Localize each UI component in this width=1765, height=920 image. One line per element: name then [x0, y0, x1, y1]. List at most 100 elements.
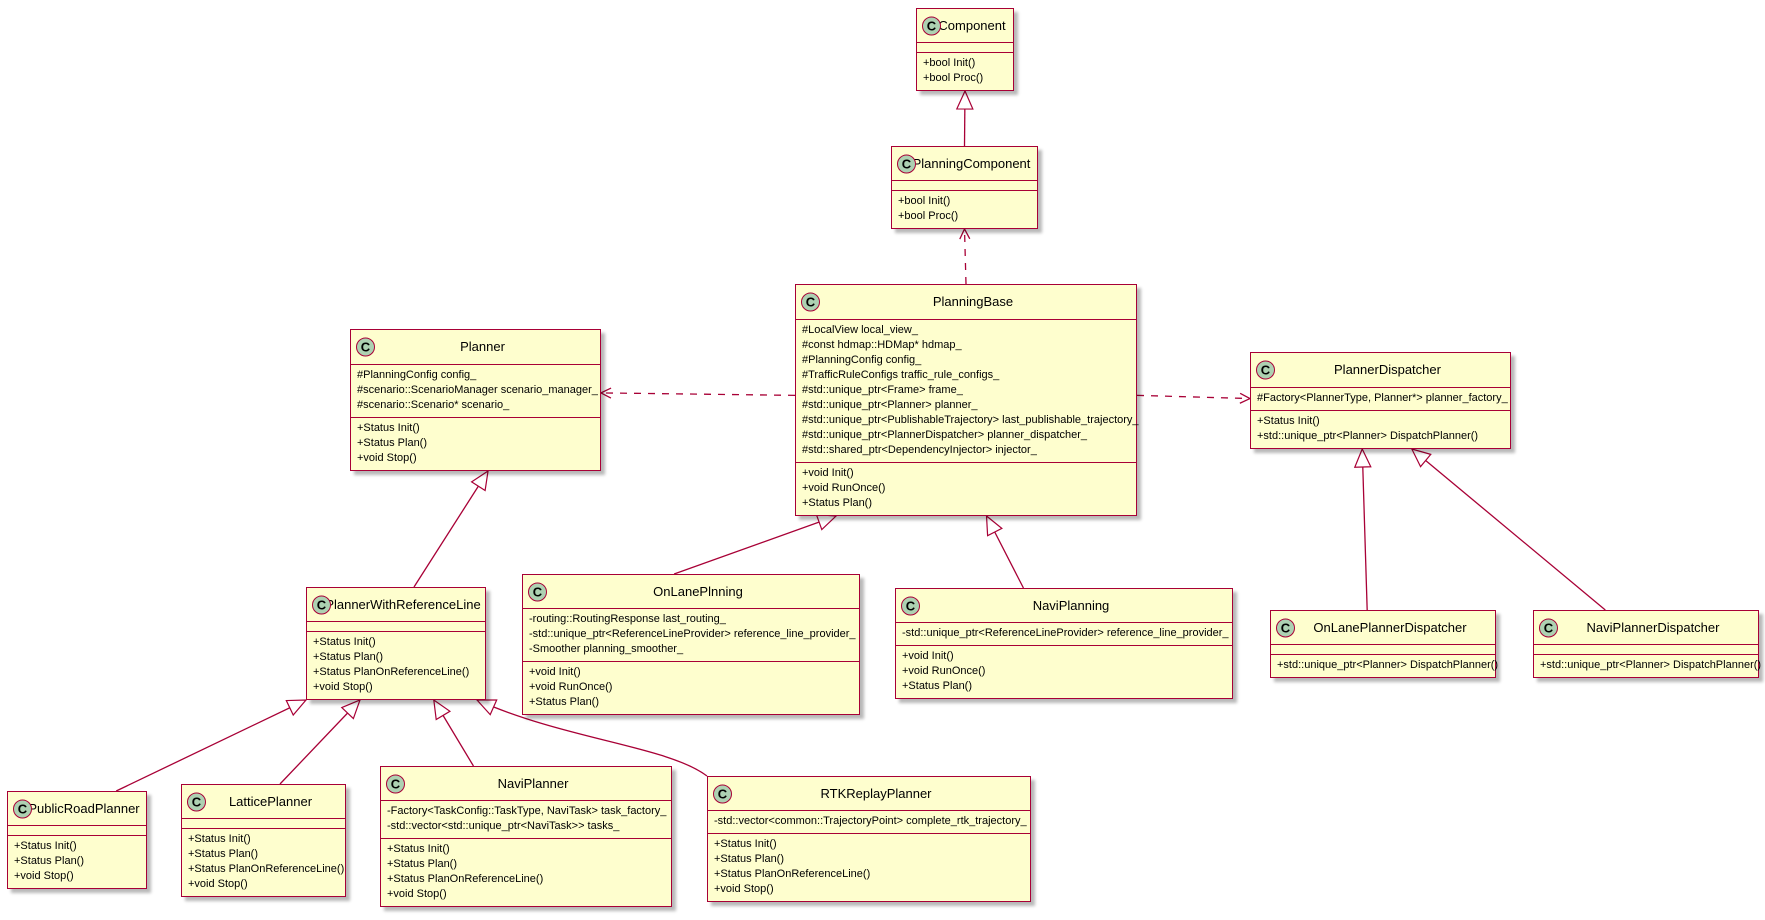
class-badge-icon: C [356, 337, 375, 357]
method-row: +Status Init() [387, 843, 450, 855]
method-row: +Status Init() [188, 833, 251, 845]
attribute-row: #std::unique_ptr<Frame> frame_ [802, 384, 963, 396]
method-row: +std::unique_ptr<Planner> DispatchPlanne… [1277, 659, 1499, 671]
methods-section: +void Init() +void RunOnce() +Status Pla… [523, 661, 859, 714]
attribute-row: #scenario::Scenario* scenario_ [357, 399, 510, 411]
method-row: +Status PlanOnReferenceLine() [387, 873, 544, 885]
attribute-row: -std::unique_ptr<ReferenceLineProvider> … [529, 628, 856, 640]
method-row: +Status Plan() [902, 680, 973, 692]
class-name: NaviPlanning [1032, 598, 1110, 613]
attribute-row: #std::unique_ptr<PublishableTrajectory> … [802, 414, 1139, 426]
method-row: +bool Init() [923, 57, 976, 69]
class-badge-icon: C [312, 595, 331, 614]
methods-section: +Status Init() +Status Plan() +Status Pl… [182, 828, 345, 896]
relation-inheritance-on_lane_planner_dispatcher-to-planner_dispatcher [1362, 449, 1367, 611]
attributes-section: -routing::RoutingResponse last_routing_ … [523, 608, 859, 661]
method-row: +void Stop() [313, 681, 373, 693]
method-row: +Status Plan() [802, 497, 873, 509]
methods-section: +void Init() +void RunOnce() +Status Pla… [896, 645, 1232, 698]
class-badge-icon: C [1539, 618, 1558, 637]
attribute-row: -std::vector<std::unique_ptr<NaviTask>> … [387, 820, 620, 832]
methods-section: +bool Init() +bool Proc() [917, 52, 1013, 90]
attribute-row: #TrafficRuleConfigs traffic_rule_configs… [802, 369, 1000, 381]
class-name: PlannerWithReferenceLine [325, 597, 481, 612]
class-on-lane-planning[interactable]: C OnLanePlnning -routing::RoutingResponse… [522, 574, 860, 715]
method-row: +Status Plan() [313, 651, 384, 663]
relation-dependency-planning_base-to-planner_dispatcher [1136, 395, 1250, 398]
class-rtk-replay-planner[interactable]: C RTKReplayPlanner -std::vector<common::T… [707, 776, 1031, 902]
method-row: +Status Plan() [357, 437, 428, 449]
attributes-section [1534, 644, 1758, 654]
methods-section: +Status Init() +Status Plan() +Status Pl… [708, 833, 1030, 901]
method-row: +Status Init() [313, 636, 376, 648]
methods-section: +Status Init() +Status Plan() +void Stop… [351, 417, 600, 470]
attribute-row: #LocalView local_view_ [802, 324, 918, 336]
class-planner[interactable]: C Planner #PlanningConfig config_ #scenar… [350, 329, 601, 471]
methods-section: +bool Init() +bool Proc() [892, 190, 1037, 228]
relation-inheritance-navi_planner-to-planner_with_reference_line [434, 700, 474, 767]
method-row: +Status PlanOnReferenceLine() [188, 863, 345, 875]
attribute-row: #std::unique_ptr<Planner> planner_ [802, 399, 978, 411]
method-row: +void RunOnce() [529, 681, 613, 693]
method-row: +bool Proc() [898, 210, 959, 222]
method-row: +bool Init() [898, 195, 951, 207]
relation-dependency-planning_base-to-planner [601, 393, 796, 395]
method-row: +Status Plan() [14, 855, 85, 867]
attribute-row: -Factory<TaskConfig::TaskType, NaviTask>… [387, 805, 667, 817]
relation-inheritance-public_road_planner-to-planner_with_reference_line [115, 700, 306, 792]
relation-inheritance-lattice_planner-to-planner_with_reference_line [279, 700, 360, 785]
class-badge-icon: C [897, 154, 916, 173]
attributes-section: #Factory<PlannerType, Planner*> planner_… [1251, 387, 1510, 410]
relation-inheritance-navi_planner_dispatcher-to-planner_dispatcher [1412, 449, 1606, 611]
method-row: +Status Plan() [714, 853, 785, 865]
methods-section: +Status Init() +Status Plan() +Status Pl… [307, 631, 485, 699]
class-name: Planner [460, 339, 505, 354]
method-row: +Status Init() [14, 840, 77, 852]
class-name: PlanningComponent [912, 156, 1031, 171]
method-row: +Status Init() [714, 838, 777, 850]
class-badge-icon: C [13, 799, 32, 818]
attribute-row: -std::unique_ptr<ReferenceLineProvider> … [902, 627, 1229, 639]
method-row: +void RunOnce() [902, 665, 986, 677]
attributes-section: #LocalView local_view_ #const hdmap::HDM… [796, 319, 1139, 462]
attributes-section [307, 621, 485, 631]
class-badge-icon: C [713, 784, 732, 803]
attribute-row: -routing::RoutingResponse last_routing_ [529, 613, 726, 625]
attribute-row: -std::vector<common::TrajectoryPoint> co… [714, 815, 1027, 827]
methods-section: +std::unique_ptr<Planner> DispatchPlanne… [1271, 654, 1499, 677]
attribute-row: #scenario::ScenarioManager scenario_mana… [357, 384, 598, 396]
method-row: +Status Plan() [188, 848, 259, 860]
method-row: +bool Proc() [923, 72, 984, 84]
method-row: +void Stop() [188, 878, 248, 890]
class-name: LatticePlanner [228, 794, 313, 809]
class-badge-icon: C [528, 582, 547, 601]
attributes-section [8, 825, 146, 835]
relation-inheritance-rtk_replay_planner-to-planner_with_reference_line [477, 700, 708, 777]
class-name: OnLanePlnning [653, 584, 743, 599]
class-name: RTKReplayPlanner [820, 786, 932, 801]
class-name: PlanningBase [932, 294, 1014, 309]
methods-section: +void Init() +void RunOnce() +Status Pla… [796, 462, 1136, 515]
method-row: +void RunOnce() [802, 482, 886, 494]
attributes-section: #PlanningConfig config_ #scenario::Scena… [351, 364, 600, 417]
class-name: Component [938, 18, 1006, 33]
attributes-section [1271, 644, 1495, 654]
methods-section: +Status Init() +Status Plan() +void Stop… [8, 835, 146, 888]
attribute-row: -Smoother planning_smoother_ [529, 643, 684, 655]
class-name: NaviPlanner [497, 776, 569, 791]
attributes-section: -std::unique_ptr<ReferenceLineProvider> … [896, 622, 1232, 645]
attribute-row: #std::shared_ptr<DependencyInjector> inj… [802, 444, 1037, 456]
class-badge-icon: C [187, 792, 206, 811]
class-lattice-planner[interactable]: C LatticePlanner +Status Init() +Status P… [181, 784, 346, 897]
